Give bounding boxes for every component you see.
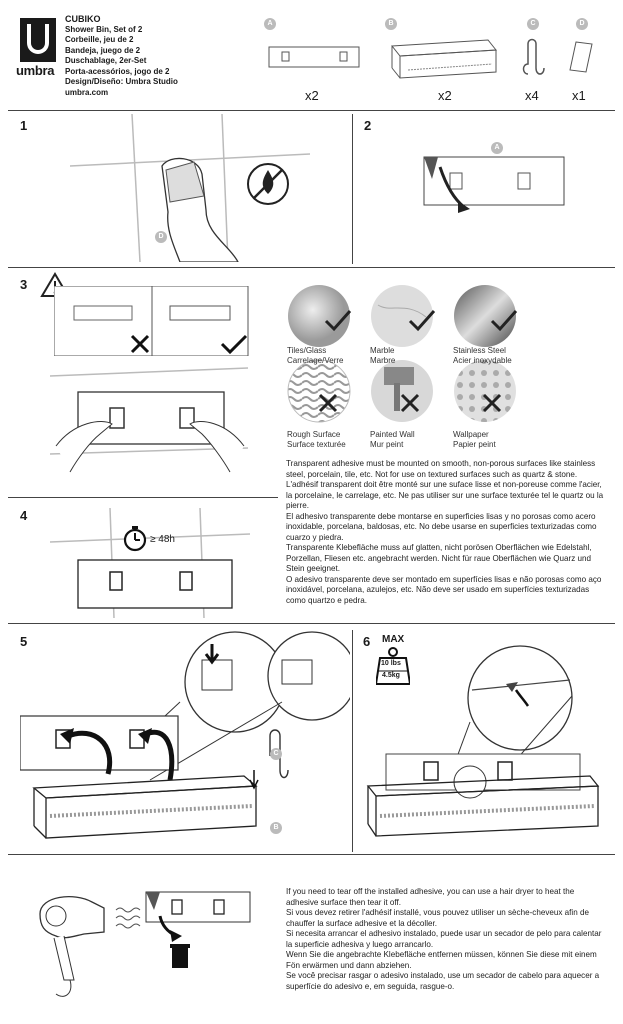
paragraph-es: El adhesivo transparente debe montarse e… xyxy=(286,511,597,542)
step-1-number: 1 xyxy=(20,118,28,133)
paragraph-en: Transparent adhesive must be mounted on … xyxy=(286,459,596,479)
surface-fr: Mur peint xyxy=(370,440,404,449)
divider xyxy=(8,623,615,624)
step-6-illustration xyxy=(362,636,612,850)
paragraph-fr: Si vous devez retirer l'adhésif installé… xyxy=(286,908,589,928)
max-kg: 4.5kg xyxy=(382,672,400,679)
surface-grid xyxy=(286,283,536,433)
max-label: MAX xyxy=(382,634,405,645)
cleaning-wipe-icon xyxy=(568,40,596,76)
product-line: umbra.com xyxy=(65,87,109,97)
part-d-qty: x1 xyxy=(572,88,586,103)
divider xyxy=(8,267,615,268)
surface-en: Painted Wall xyxy=(370,430,415,439)
step-4-illustration xyxy=(50,508,250,618)
paragraph-pt: Se você precisar rasgar o adesivo instal… xyxy=(286,971,600,991)
part-a-qty: x2 xyxy=(305,88,319,103)
step-3-number: 3 xyxy=(20,277,28,292)
step-3-press-illustration xyxy=(50,362,248,474)
surface-en: Marble xyxy=(370,346,395,355)
step-2-number: 2 xyxy=(364,118,372,133)
paragraph-en: If you need to tear off the installed ad… xyxy=(286,887,575,907)
product-line: Bandeja, juego de 2 xyxy=(65,45,141,55)
divider xyxy=(8,854,615,855)
surface-fr: Papier peint xyxy=(453,440,496,449)
step-1-part-label: D xyxy=(155,231,167,243)
step-5-number: 5 xyxy=(20,634,28,649)
step-5-part-b-label: B xyxy=(270,822,282,834)
divider xyxy=(8,110,615,111)
paragraph-de: Wenn Sie die angebrachte Klebefläche ent… xyxy=(286,950,597,970)
divider xyxy=(8,497,278,498)
surface-fr: Surface texturée xyxy=(287,440,346,449)
product-title: CUBIKO xyxy=(65,14,101,24)
part-a-label: A xyxy=(264,18,276,30)
paragraph-pt: O adesivo transparente deve ser montado … xyxy=(286,574,602,605)
s-hook-icon xyxy=(520,36,550,82)
weight-icon xyxy=(376,646,410,686)
surface-en: Rough Surface xyxy=(287,430,341,439)
step-5-illustration xyxy=(20,630,350,854)
part-c-label: C xyxy=(527,18,539,30)
product-line: Corbeille, jeu de 2 xyxy=(65,35,134,44)
product-line: Design/Diseño: Umbra Studio xyxy=(65,77,178,86)
surface-fr: Marbre xyxy=(370,356,396,365)
brand-name: umbra xyxy=(16,63,55,78)
surface-en: Stainless Steel xyxy=(453,346,506,355)
surface-fr: Acier inoxydable xyxy=(453,356,512,365)
step-1-illustration xyxy=(70,114,310,262)
umbra-logo xyxy=(20,18,56,62)
step-6-number: 6 xyxy=(363,634,371,649)
part-c-qty: x4 xyxy=(525,88,539,103)
step-3-comparison xyxy=(54,286,250,356)
paragraph-fr: L'adhésif transparent doit être monté su… xyxy=(286,480,604,510)
surface-en: Tiles/Glass xyxy=(287,346,327,355)
divider xyxy=(352,114,353,264)
removal-instructions: If you need to tear off the installed ad… xyxy=(286,887,608,992)
adhesive-instructions: Transparent adhesive must be mounted on … xyxy=(286,459,608,606)
part-d-label: D xyxy=(576,18,588,30)
divider xyxy=(352,630,353,852)
part-b-label: B xyxy=(385,18,397,30)
timer-icon xyxy=(122,524,148,552)
paragraph-es: Si necesita arrancar el adhesivo instala… xyxy=(286,929,602,949)
step-5-part-c-label: C xyxy=(270,748,282,760)
paragraph-de: Transparente Klebefläche muss auf glatte… xyxy=(286,543,592,573)
surface-fr: Carrelage/Verre xyxy=(287,356,344,365)
adhesive-plate-icon xyxy=(268,44,362,70)
step-4-number: 4 xyxy=(20,508,28,523)
removal-illustration xyxy=(34,870,254,1010)
shower-bin-icon xyxy=(388,36,500,80)
wait-time: ≥ 48h xyxy=(150,534,175,545)
step-2-illustration xyxy=(418,155,568,215)
product-line: Duschablage, 2er-Set xyxy=(65,56,147,65)
surface-en: Wallpaper xyxy=(453,430,489,439)
max-lbs: 10 lbs xyxy=(381,660,401,667)
product-line: Shower Bin, Set of 2 xyxy=(65,24,143,34)
product-line: Porta-acessórios, jogo de 2 xyxy=(65,66,170,76)
part-b-qty: x2 xyxy=(438,88,452,103)
product-info: CUBIKO Shower Bin, Set of 2 Corbeille, j… xyxy=(65,14,185,98)
step-2-part-label: A xyxy=(491,142,503,154)
